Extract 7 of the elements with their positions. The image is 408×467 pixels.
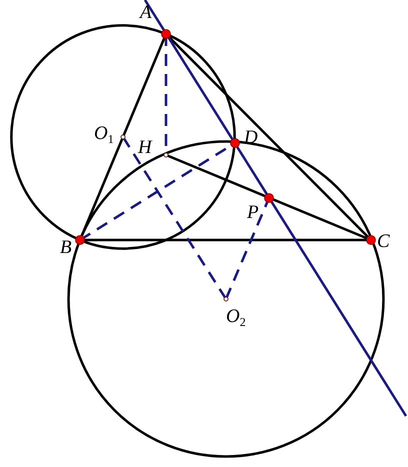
point-label: H [138, 138, 152, 157]
point-label: O$_{2}$ [226, 307, 246, 328]
point-label: P [247, 203, 259, 222]
point-label: A [140, 3, 152, 22]
point-label: O$_{1}$ [94, 124, 114, 145]
point-label: C [377, 232, 390, 251]
point-label: B [60, 238, 72, 257]
